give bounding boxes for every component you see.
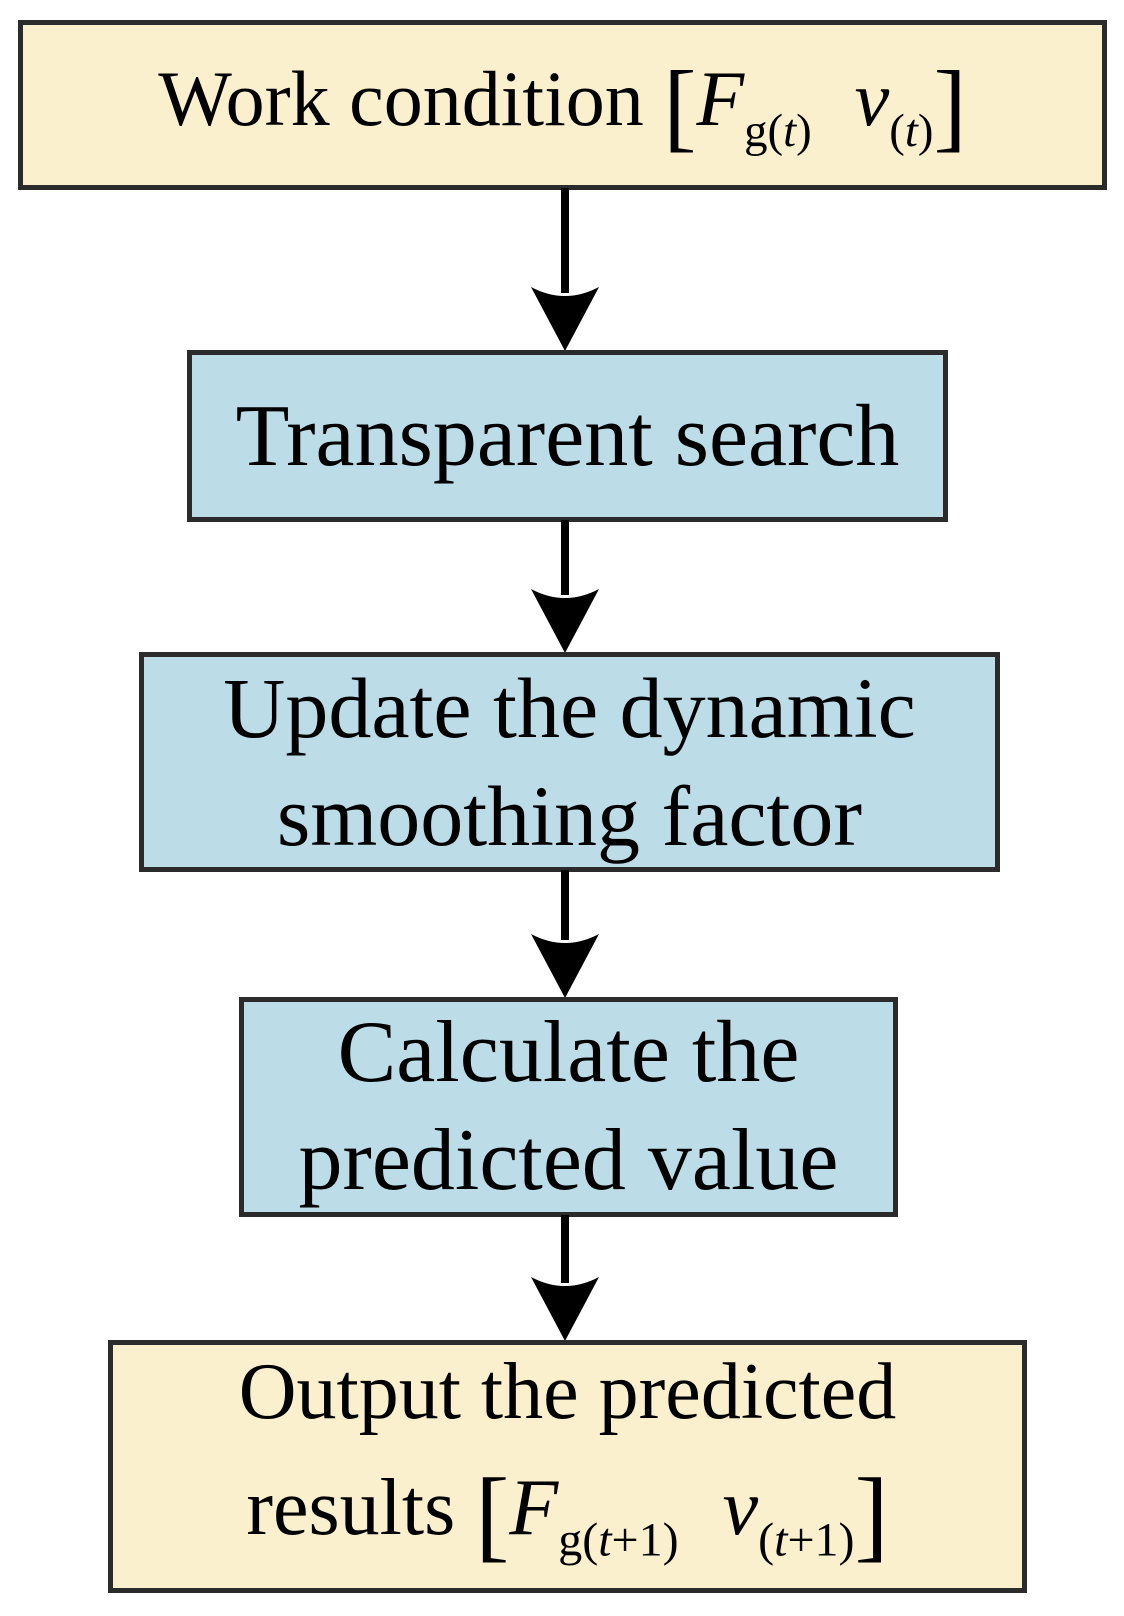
node-work-condition: Work condition [Fg(t)v(t)] [18,20,1107,190]
down-arrow-icon [531,1215,599,1341]
node-output-line2: results [Fg(t+1)v(t+1)] [246,1458,889,1572]
symbol-F: F [509,1464,559,1553]
node-transparent-search-label: Transparent search [235,387,900,485]
flow-arrow-4 [520,1215,610,1341]
down-arrow-icon [531,188,599,351]
flow-arrow-2 [520,520,610,653]
node-work-condition-label: Work condition [Fg(t)v(t)] [158,49,967,161]
symbol-v: v [854,54,890,142]
subscript-g-t: g(t) [744,104,812,157]
bracket-open: [ [663,49,697,161]
node-output-predicted-results: Output the predicted results [Fg(t+1)v(t… [108,1340,1027,1593]
node-update-line2: smoothing factor [276,768,863,864]
bracket-close: ] [933,49,967,161]
subscript-t-plus-1: (t+1) [758,1513,855,1567]
node-output-line1: Output the predicted [238,1348,897,1437]
node-calculate-predicted-value: Calculate the predicted value [239,997,898,1217]
node-update-line1: Update the dynamic [223,660,916,756]
subscript-t: (t) [889,104,934,157]
subscript-g-t-plus-1: g(t+1) [558,1513,679,1567]
down-arrow-icon [531,870,599,998]
symbol-v: v [722,1464,759,1553]
node-calculate-line2: predicted value [298,1112,839,1209]
flow-arrow-3 [520,870,610,998]
node-calculate-line1: Calculate the [337,1004,800,1101]
bracket-open: [ [475,1458,510,1572]
flow-arrow-1 [520,188,610,351]
node-update-smoothing-factor: Update the dynamic smoothing factor [139,652,1000,872]
bracket-close: ] [854,1458,889,1572]
node-transparent-search: Transparent search [187,350,948,522]
down-arrow-icon [531,520,599,653]
symbol-F: F [696,54,745,142]
